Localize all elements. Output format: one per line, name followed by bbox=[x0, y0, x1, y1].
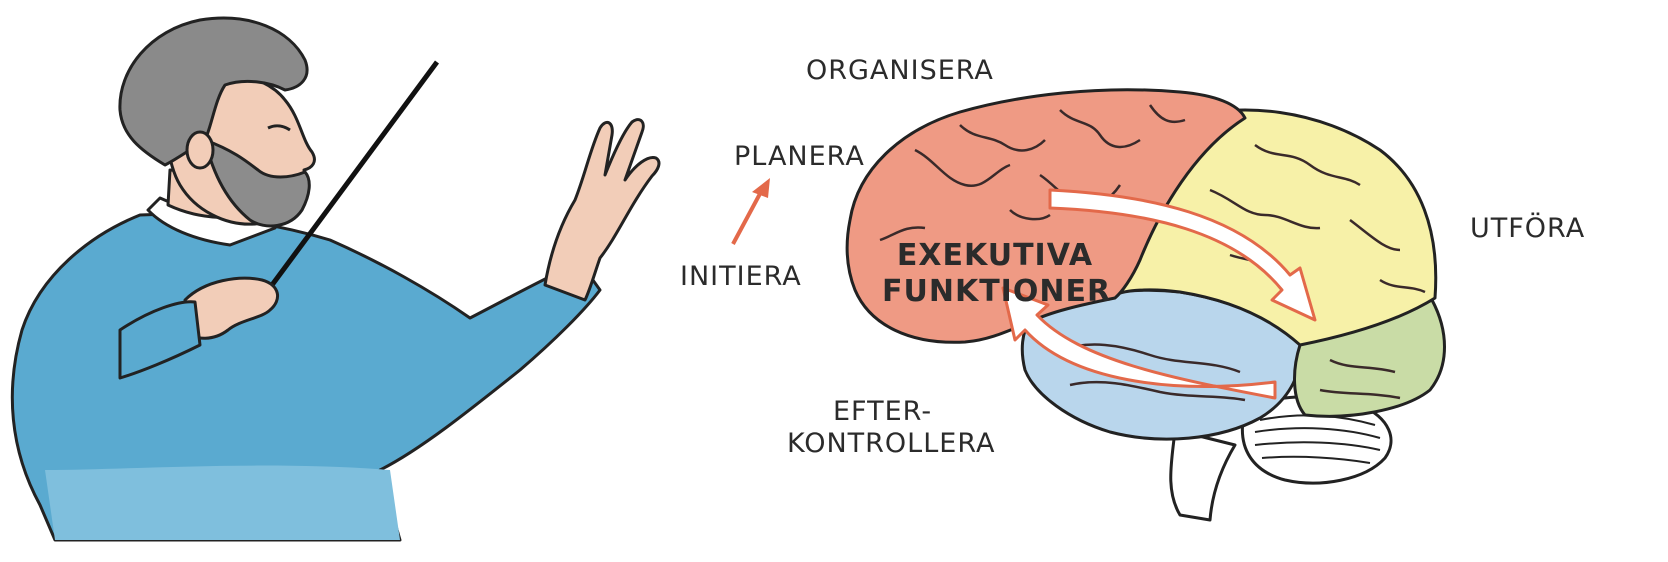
label-organisera: ORGANISERA bbox=[806, 57, 994, 84]
initiera-planera-arrow bbox=[733, 178, 770, 244]
label-kontrollera: KONTROLLERA bbox=[787, 430, 995, 457]
ear bbox=[187, 132, 213, 168]
center-label-funktioner: FUNKTIONER bbox=[882, 274, 1108, 310]
brainstem bbox=[1171, 430, 1235, 520]
sweater-hem bbox=[45, 466, 400, 540]
label-efter: EFTER- bbox=[833, 398, 932, 425]
conductor-figure bbox=[12, 18, 659, 540]
label-utfora: UTFÖRA bbox=[1470, 215, 1585, 242]
center-label-exekutiva: EXEKUTIVA bbox=[895, 238, 1095, 274]
label-initiera: INITIERA bbox=[680, 263, 802, 290]
raised-hand bbox=[545, 120, 659, 300]
label-planera: PLANERA bbox=[734, 143, 865, 170]
